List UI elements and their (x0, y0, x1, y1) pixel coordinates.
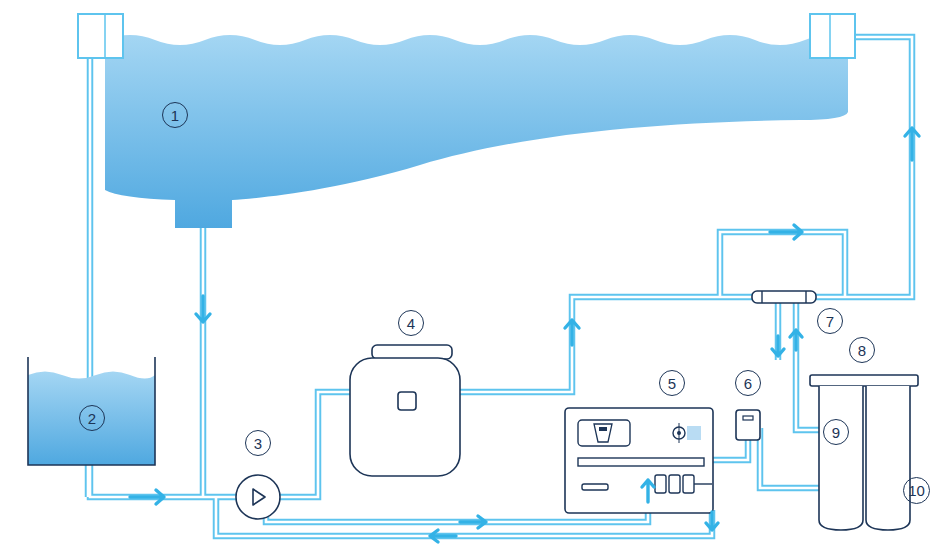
callout-text: 2 (88, 411, 96, 426)
callout-number: 6 (735, 370, 761, 396)
callout-text: 1 (171, 108, 179, 123)
callout-text: 4 (407, 316, 415, 331)
pump (236, 475, 280, 519)
callout-number: 7 (817, 308, 843, 334)
dosing-unit (736, 410, 760, 440)
skimmer (810, 14, 855, 58)
callout-number: 9 (823, 419, 849, 445)
inline-treatment-unit (752, 291, 816, 303)
callout-text: 8 (858, 343, 866, 358)
flow-arrows (130, 128, 919, 542)
callout-text: 7 (826, 314, 834, 329)
control-unit (565, 408, 713, 513)
cartridge (819, 386, 863, 530)
callout-text: 6 (744, 376, 752, 391)
callout-number: 3 (245, 430, 271, 456)
filter-lid (372, 345, 452, 359)
callout-text: 9 (832, 425, 840, 440)
callout-number: 2 (79, 405, 105, 431)
cartridge (866, 386, 910, 530)
skimmer (78, 14, 123, 58)
callout-number: 4 (398, 310, 424, 336)
cartridge-head (810, 375, 918, 386)
callout-text: 3 (254, 436, 262, 451)
callout-text: 10 (908, 483, 925, 498)
balance-tank (28, 357, 155, 465)
callout-number: 1 (162, 102, 188, 128)
pool-basin (105, 35, 848, 228)
callout-text: 5 (668, 376, 676, 391)
sand-filter (350, 358, 460, 476)
callout-number: 5 (659, 370, 685, 396)
callout-number: 10 (903, 477, 930, 504)
balance-tank-water (28, 372, 155, 466)
callout-number: 8 (849, 337, 875, 363)
